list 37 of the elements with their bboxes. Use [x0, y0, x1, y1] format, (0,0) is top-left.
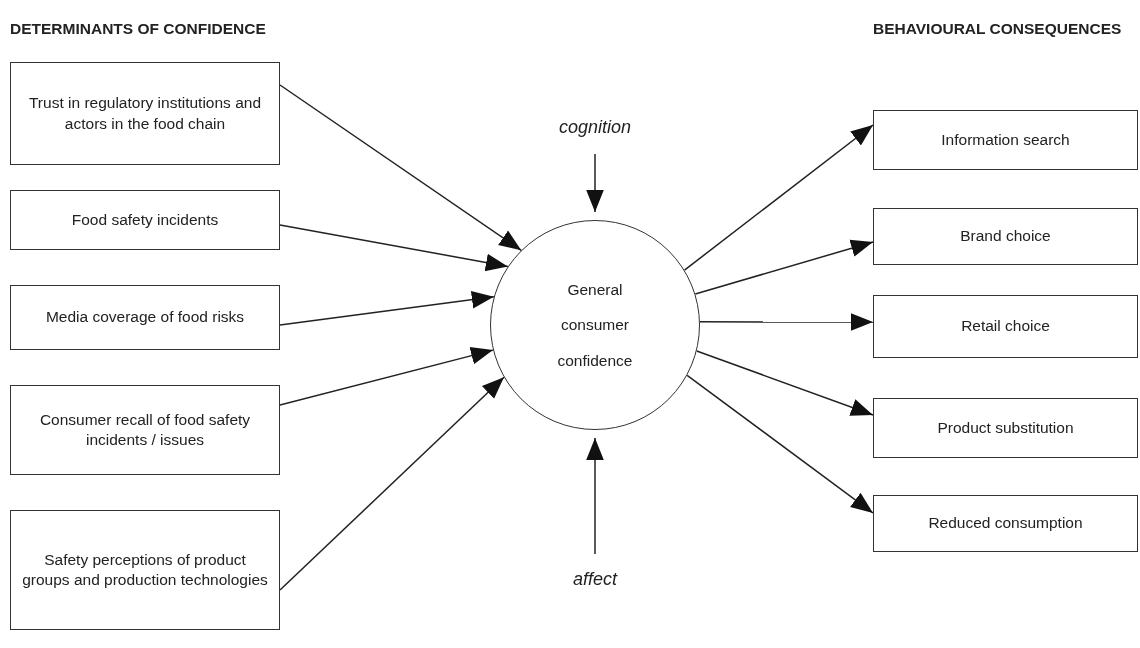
factor-box [10, 190, 280, 250]
factor-box [873, 295, 1138, 358]
arrow [586, 153, 604, 213]
node-text: Brand choice [960, 226, 1051, 247]
node-text: Media coverage of food risks [45, 307, 245, 328]
factor-box [873, 208, 1138, 265]
factor-box [873, 110, 1138, 170]
node-text: Reduced consumption [928, 513, 1083, 534]
factor-box [10, 285, 280, 350]
node-text: Trust in regulatory institutions and actors in the food chain [27, 93, 262, 134]
influence-label: affect [573, 568, 617, 592]
arrow [279, 347, 494, 406]
arrow [279, 84, 522, 252]
arrow [586, 437, 604, 555]
node-text: Product substitution [937, 417, 1074, 438]
factor-box [873, 398, 1138, 458]
column-heading: BEHAVIOURAL CONSEQUENCES [873, 20, 1122, 38]
influence-label: cognition [558, 116, 632, 140]
node-text: Consumer recall of food safety incidents / issues [38, 409, 252, 450]
factor-box [10, 510, 280, 630]
arrow [683, 124, 874, 271]
column-heading: DETERMINANTS OF CONFIDENCE [10, 20, 266, 38]
arrow [686, 374, 874, 514]
arrow [279, 376, 505, 591]
arrow [279, 224, 509, 272]
factor-box [10, 385, 280, 475]
node-text: General consumer confidence [556, 279, 634, 371]
arrow [699, 313, 874, 331]
factor-box [10, 62, 280, 165]
arrow [279, 291, 495, 326]
node-text: Information search [941, 129, 1070, 150]
arrow [694, 239, 874, 295]
node-text: Safety perceptions of product groups and production technologies [21, 549, 269, 590]
node-text: Retail choice [961, 316, 1050, 337]
arrow [696, 350, 874, 416]
node-text: Food safety incidents [71, 209, 219, 230]
factor-box [873, 495, 1138, 552]
